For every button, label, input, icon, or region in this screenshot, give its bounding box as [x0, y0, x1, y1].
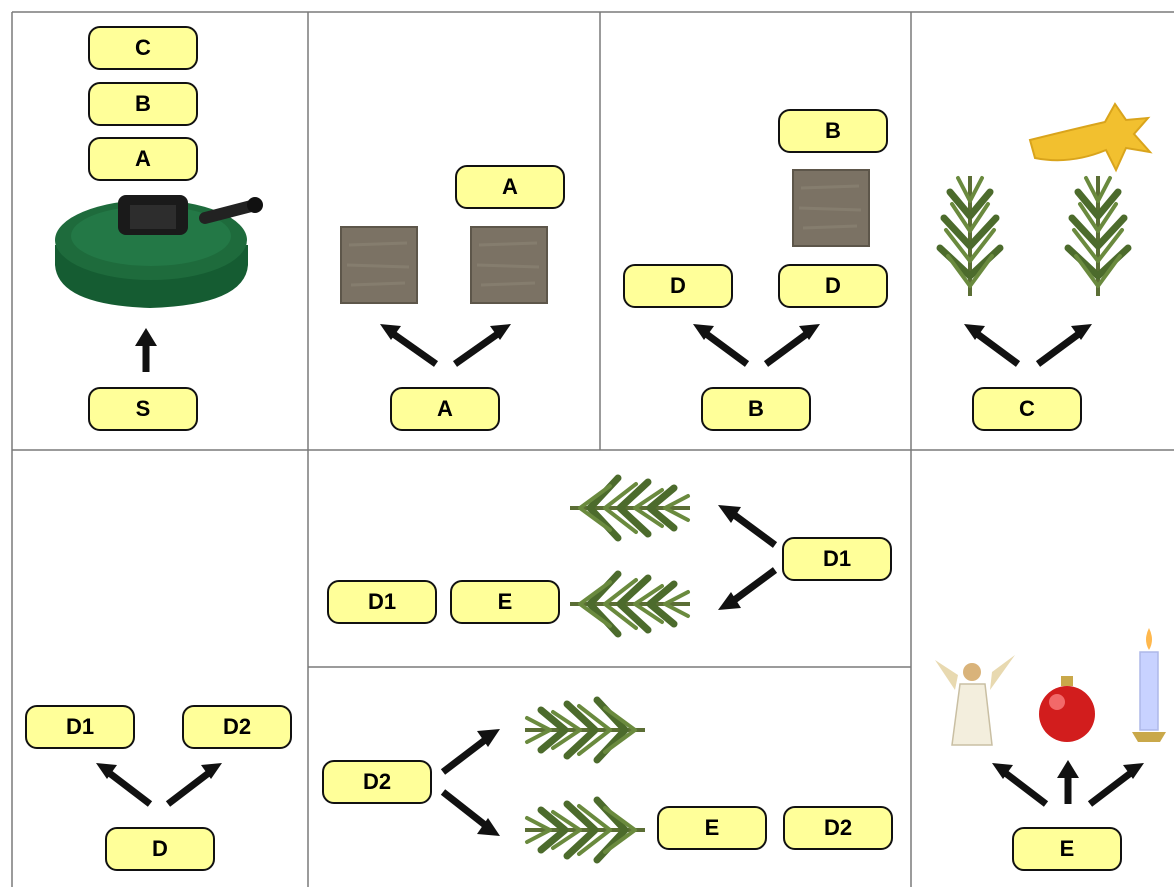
symbol-label: D2 — [182, 705, 292, 749]
source-symbol-label: S — [88, 387, 198, 431]
source-symbol-label: A — [390, 387, 500, 431]
arrow-head — [1071, 324, 1092, 340]
trunk-icon — [791, 168, 871, 248]
source-symbol-label: D — [105, 827, 215, 871]
branch-icon — [525, 700, 645, 760]
arrow-head — [477, 818, 500, 836]
arrow-head — [799, 324, 820, 340]
source-symbol-label: B — [701, 387, 811, 431]
symbol-label: A — [455, 165, 565, 209]
arrow-icon — [973, 330, 1083, 367]
arrow-icon — [1001, 769, 1135, 807]
arrow-head — [380, 324, 401, 340]
symbol-label: D1 — [327, 580, 437, 624]
star-icon — [1028, 102, 1153, 173]
branch-icon — [1068, 176, 1128, 296]
arrow-icon — [730, 511, 778, 604]
symbol-label: D2 — [783, 806, 893, 850]
source-symbol-label: D2 — [322, 760, 432, 804]
arrow-head — [1123, 763, 1144, 779]
panel-grid — [11, 11, 1174, 887]
tree-stand-icon — [55, 195, 263, 308]
symbol-label: C — [88, 26, 198, 70]
arrow-head — [718, 592, 741, 610]
bauble-icon — [1039, 676, 1095, 742]
arrow-head — [964, 324, 985, 340]
arrow-head — [490, 324, 511, 340]
arrow-icon — [702, 330, 811, 367]
symbol-label: B — [778, 109, 888, 153]
arrow-head — [693, 324, 714, 340]
arrow-icon — [389, 330, 502, 367]
arrow-head — [1057, 760, 1079, 778]
trunk-icon — [469, 225, 549, 305]
source-symbol-label: C — [972, 387, 1082, 431]
arrow-head — [477, 729, 500, 747]
arrow-head — [201, 763, 222, 779]
source-symbol-label: D1 — [782, 537, 892, 581]
branch-icon — [525, 800, 645, 860]
arrow-head — [96, 763, 117, 779]
arrow-head — [135, 328, 157, 346]
arrow-icon — [105, 769, 213, 807]
symbol-label: B — [88, 82, 198, 126]
symbol-label: D — [623, 264, 733, 308]
symbol-label: E — [657, 806, 767, 850]
trunk-icon — [339, 225, 419, 305]
symbol-label: A — [88, 137, 198, 181]
arrow-head — [718, 505, 741, 523]
symbol-label: E — [450, 580, 560, 624]
arrow-head — [992, 763, 1013, 779]
branch-icon — [570, 574, 690, 634]
branch-icon — [570, 478, 690, 538]
source-symbol-label: E — [1012, 827, 1122, 871]
angel-icon — [935, 655, 1015, 746]
arrow-icon — [440, 737, 488, 828]
branch-icon — [940, 176, 1000, 296]
symbol-label: D1 — [25, 705, 135, 749]
candle-icon — [1132, 628, 1166, 742]
symbol-label: D — [778, 264, 888, 308]
